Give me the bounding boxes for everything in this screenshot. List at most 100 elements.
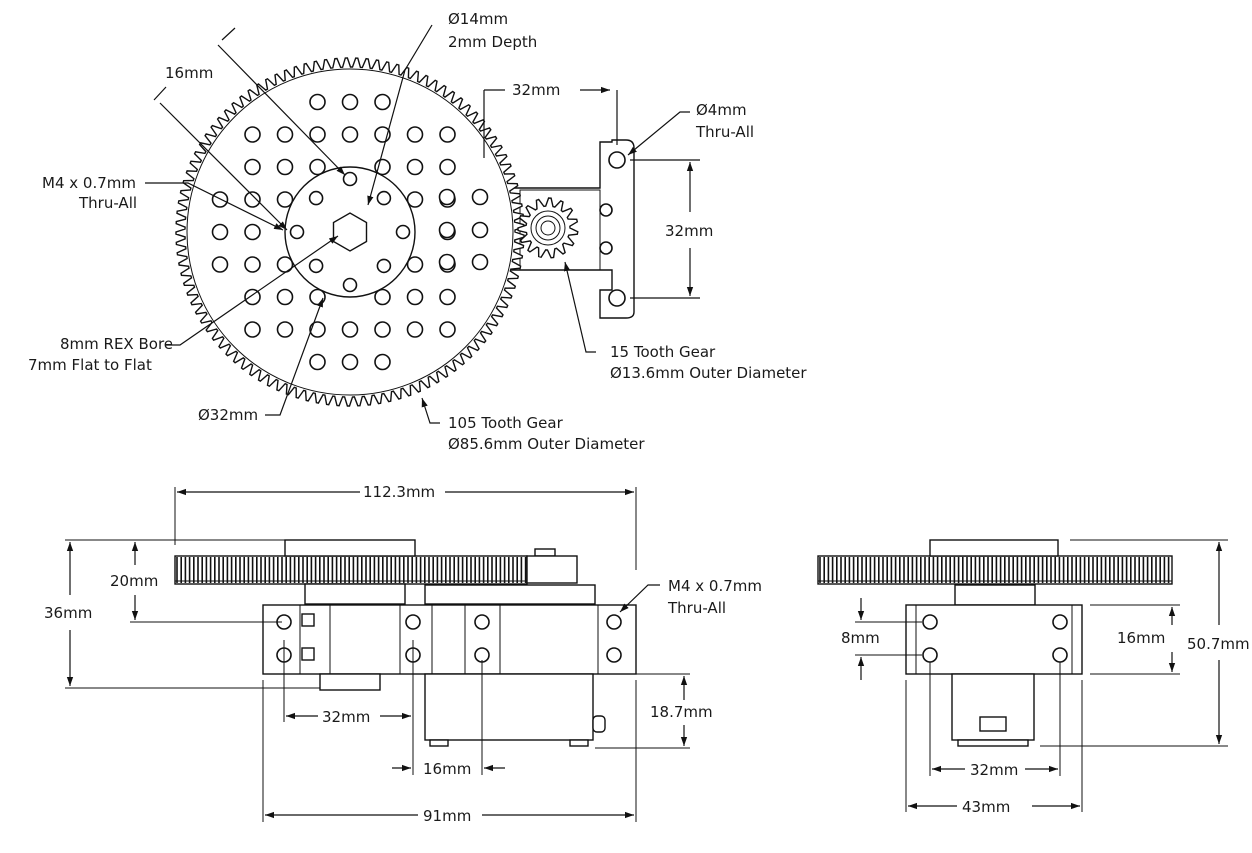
pinion-ring-1 [530, 210, 566, 246]
front-servo-top [424, 584, 596, 605]
gear-hole [438, 221, 456, 239]
gear-hole [309, 93, 326, 111]
gear-hole [244, 191, 261, 208]
gear-hole [471, 188, 489, 206]
hub-hole [376, 258, 392, 274]
gear-hole [439, 158, 456, 176]
label-m4-screw-line1: M4 x 0.7mm [42, 174, 136, 192]
gear-hole [244, 256, 261, 273]
hub-hole [289, 224, 305, 240]
gear-hole [374, 321, 391, 338]
hub-hole [395, 224, 411, 240]
pinion-ring-3 [540, 220, 556, 236]
gear-hole [276, 321, 294, 338]
end-servo-foot [957, 739, 1029, 747]
label-overall-width: 112.3mm [363, 483, 435, 501]
gear-hole [406, 191, 424, 208]
label-servo-hole-thru: Thru-All [695, 123, 754, 141]
channel-hole [474, 614, 490, 630]
label-bottom-91: 91mm [423, 807, 471, 825]
channel-hole [405, 614, 421, 630]
label-big-gear-line1: 105 Tooth Gear [448, 414, 564, 432]
gear-hole [374, 158, 391, 176]
label-pinion-line2: Ø13.6mm Outer Diameter [610, 364, 807, 382]
label-hub-16mm: 16mm [165, 64, 213, 82]
gear-hole [341, 353, 359, 371]
servo-screw-1 [599, 203, 613, 217]
label-pinion-line1: 15 Tooth Gear [610, 343, 716, 361]
front-servo-plug [592, 715, 606, 733]
label-mount-spacing-32: 32mm [512, 81, 560, 99]
front-servo-foot-2 [569, 739, 589, 747]
gear-hole [374, 353, 391, 371]
pinion-15-tooth [517, 197, 579, 259]
gear-hole [276, 288, 294, 306]
label-side-m4-line2: Thru-All [667, 599, 726, 617]
front-servo-foot-1 [429, 739, 449, 747]
end-hub [929, 539, 1059, 557]
gear-hole [406, 288, 424, 306]
gear-hole-pattern [211, 93, 489, 371]
gear-hole [439, 126, 456, 143]
hub-hole [342, 171, 358, 187]
channel-hole [474, 647, 490, 663]
label-end-16: 16mm [1117, 629, 1165, 647]
gear-hole [309, 126, 326, 143]
front-channel-holes [276, 614, 622, 663]
gear-hole [406, 158, 424, 176]
channel-hole [606, 614, 622, 630]
gear-hole [438, 188, 456, 206]
label-end-8: 8mm [841, 629, 880, 647]
hub-hole [308, 190, 324, 206]
front-pinion [526, 555, 578, 584]
top-view [145, 24, 700, 424]
gear-hole [276, 158, 294, 176]
label-end-height: 50.7mm [1187, 635, 1250, 653]
front-set-screws [301, 613, 315, 661]
label-m4-screw-line2: Thru-All [78, 194, 137, 212]
label-rex-bore-line2: 7mm Flat to Flat [28, 356, 152, 374]
end-gear-teeth [817, 555, 1173, 585]
dimension-labels: Ø14mm 2mm Depth 16mm 32mm Ø4mm Thru-All … [28, 10, 1250, 825]
servo-hole-top [608, 151, 626, 169]
label-end-32: 32mm [970, 761, 1018, 779]
gear-hole [439, 321, 456, 338]
front-spacer [304, 583, 406, 605]
label-bottom-16: 16mm [423, 760, 471, 778]
hub-hole [376, 190, 392, 206]
gear-hole [439, 288, 456, 306]
end-view [817, 539, 1228, 812]
label-top-bore-depth: 2mm Depth [448, 33, 537, 51]
gear-hole [438, 253, 456, 271]
label-height-20: 20mm [110, 572, 158, 590]
gear-hole [309, 321, 326, 338]
gear-hole [374, 288, 391, 306]
hub-hole [308, 258, 324, 274]
label-servo-drop: 18.7mm [650, 703, 713, 721]
gear-hole [244, 158, 261, 176]
servo-hole-bottom [608, 289, 626, 307]
gear-hole [341, 126, 359, 143]
gear-hole [374, 93, 391, 111]
gear-hole [341, 93, 359, 111]
front-channel [262, 604, 637, 675]
gear-hole [276, 191, 294, 208]
gear-hole [211, 256, 229, 273]
pinion-ring-2 [535, 215, 561, 241]
gear-hole [309, 158, 326, 176]
gear-hole [341, 321, 359, 338]
gear-hole [244, 288, 261, 306]
label-bottom-32: 32mm [322, 708, 370, 726]
gear-hole [211, 223, 229, 241]
hub-hole-pattern [289, 171, 411, 293]
hub-hole [342, 277, 358, 293]
rex-hex-bore [332, 212, 368, 252]
big-gear-root-circle [186, 68, 514, 396]
label-big-gear-line2: Ø85.6mm Outer Diameter [448, 435, 645, 453]
front-servo-body [424, 673, 594, 741]
gear-hole [406, 321, 424, 338]
front-pinion-cap [534, 548, 556, 557]
gear-hole [276, 126, 294, 143]
gear-hole [244, 126, 261, 143]
